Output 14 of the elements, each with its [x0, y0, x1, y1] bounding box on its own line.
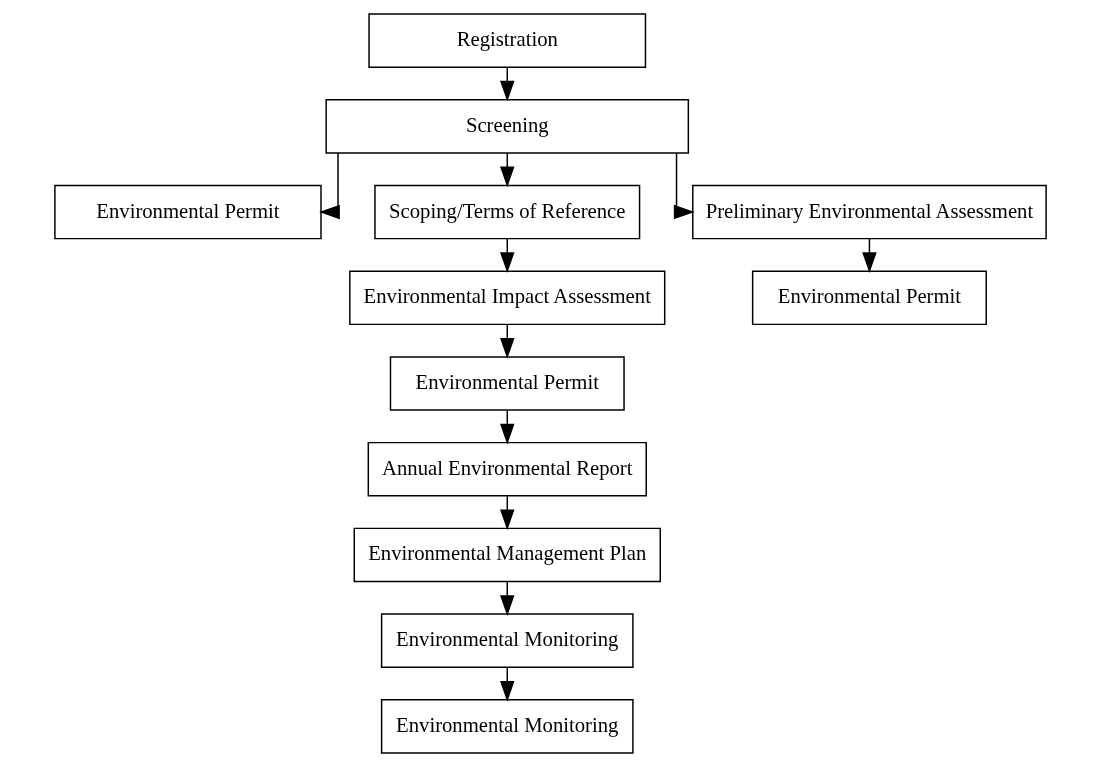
- node-box: Screening: [325, 98, 690, 154]
- node-box: Scoping/Terms of Reference: [374, 184, 641, 240]
- node-box: Annual Environmental Report: [367, 441, 647, 497]
- node-box: Environmental Monitoring: [380, 613, 634, 669]
- node-box: Environmental Permit: [751, 270, 987, 326]
- node-box: Environmental Monitoring: [380, 699, 634, 754]
- node-box: Registration: [368, 13, 647, 68]
- arrow: [319, 152, 340, 220]
- arrow: [673, 152, 695, 220]
- node-box: Environmental Impact Assessment: [349, 270, 666, 326]
- node-box: Environmental Management Plan: [353, 527, 661, 583]
- node-box: Preliminary Environmental Assessment: [692, 184, 1047, 240]
- node-box: Environmental Permit: [389, 356, 625, 411]
- node-box: Environmental Permit: [54, 184, 322, 240]
